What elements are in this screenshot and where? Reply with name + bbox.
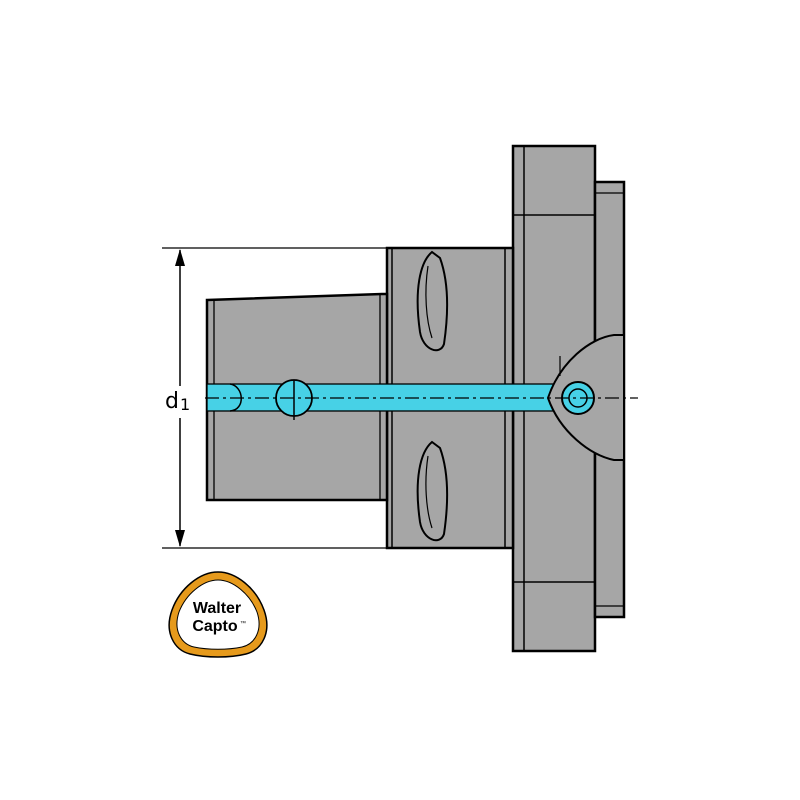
dimension-label: d bbox=[165, 389, 179, 414]
dimension-subscript: 1 bbox=[180, 395, 190, 414]
clamping-slot-lower bbox=[416, 440, 449, 542]
logo-line1: Walter bbox=[193, 600, 241, 617]
walter-capto-logo: Walter Capto ™ bbox=[168, 571, 268, 658]
dimension-d1: d 1 bbox=[162, 247, 387, 549]
clamping-slot-upper bbox=[416, 250, 449, 352]
coolant-channel bbox=[206, 379, 586, 420]
logo-line2: Capto bbox=[192, 618, 238, 635]
logo-trademark: ™ bbox=[240, 620, 246, 627]
